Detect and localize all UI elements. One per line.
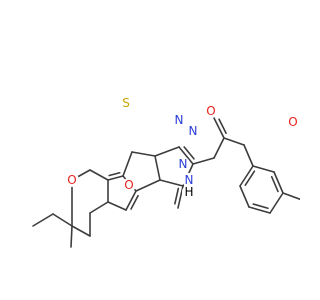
amide-oxygen-atom: O [206,104,215,118]
bond-11 [125,190,137,211]
amide-nitrogen-atom-bg [182,173,196,187]
bond-20 [178,146,194,165]
bond-r2-double [218,118,227,135]
bond-15 [131,151,156,157]
bond-13-double [108,171,121,177]
bond-10 [107,201,127,211]
amide-nitrogen-atom: N [185,173,194,187]
triazine-carbonyl-oxygen-bg [122,178,136,192]
bond-14 [122,151,133,177]
bond-16 [154,155,161,181]
bond-18 [159,179,184,187]
bond-13 [107,175,124,181]
triazine-nitrogen-1: N [175,113,184,127]
bond-r7 [269,192,284,214]
bond-r10-double [244,170,256,186]
amide-oxygen-atom-bg [204,104,218,118]
acetyl-oxygen-atom-bg [286,115,300,129]
triazine-nitrogen-2: N [189,124,198,138]
triazine-nitrogen-3-bg [176,157,190,171]
bond-r8 [248,206,271,214]
triazine-carbonyl-oxygen: O [124,178,133,192]
amide-hydrogen-atom-bg [182,185,196,199]
bond-11-double [130,194,139,210]
bond-22 [177,185,184,209]
bond-1 [52,213,73,227]
bond-r2 [213,117,225,139]
bond-7 [89,169,109,181]
bond-r6-double [270,175,279,193]
bond-r6 [273,171,284,194]
triazine-nitrogen-1-bg [172,113,186,127]
bond-21 [154,146,180,157]
bond-r9 [239,185,250,208]
sulfur-atom: S [122,96,130,110]
bond-r4 [243,144,254,167]
triazine-nitrogen-2-bg [186,124,200,138]
triazine-nitrogen-3: N [179,157,188,171]
bond-0 [32,213,54,227]
sulfur-atom-bg [119,96,133,110]
bond-r1 [213,137,225,159]
ring-oxygen-atom: O [67,173,76,187]
amide-hydrogen-atom: H [184,185,193,199]
bond-r10 [239,165,254,187]
ring-oxygen-atom-bg [65,173,79,187]
bond-3 [71,225,91,237]
bond-17 [135,179,161,192]
bond-r5 [252,165,275,173]
bond-22-double [174,187,180,205]
bond-r0 [192,157,215,165]
bond-5 [89,201,109,214]
bond-2 [70,225,73,248]
acetyl-oxygen-atom: O [288,115,297,129]
bond-20-double [183,146,195,160]
bond-r8-double [252,203,269,210]
bond-r3 [223,137,245,146]
bond-r11 [282,192,300,201]
